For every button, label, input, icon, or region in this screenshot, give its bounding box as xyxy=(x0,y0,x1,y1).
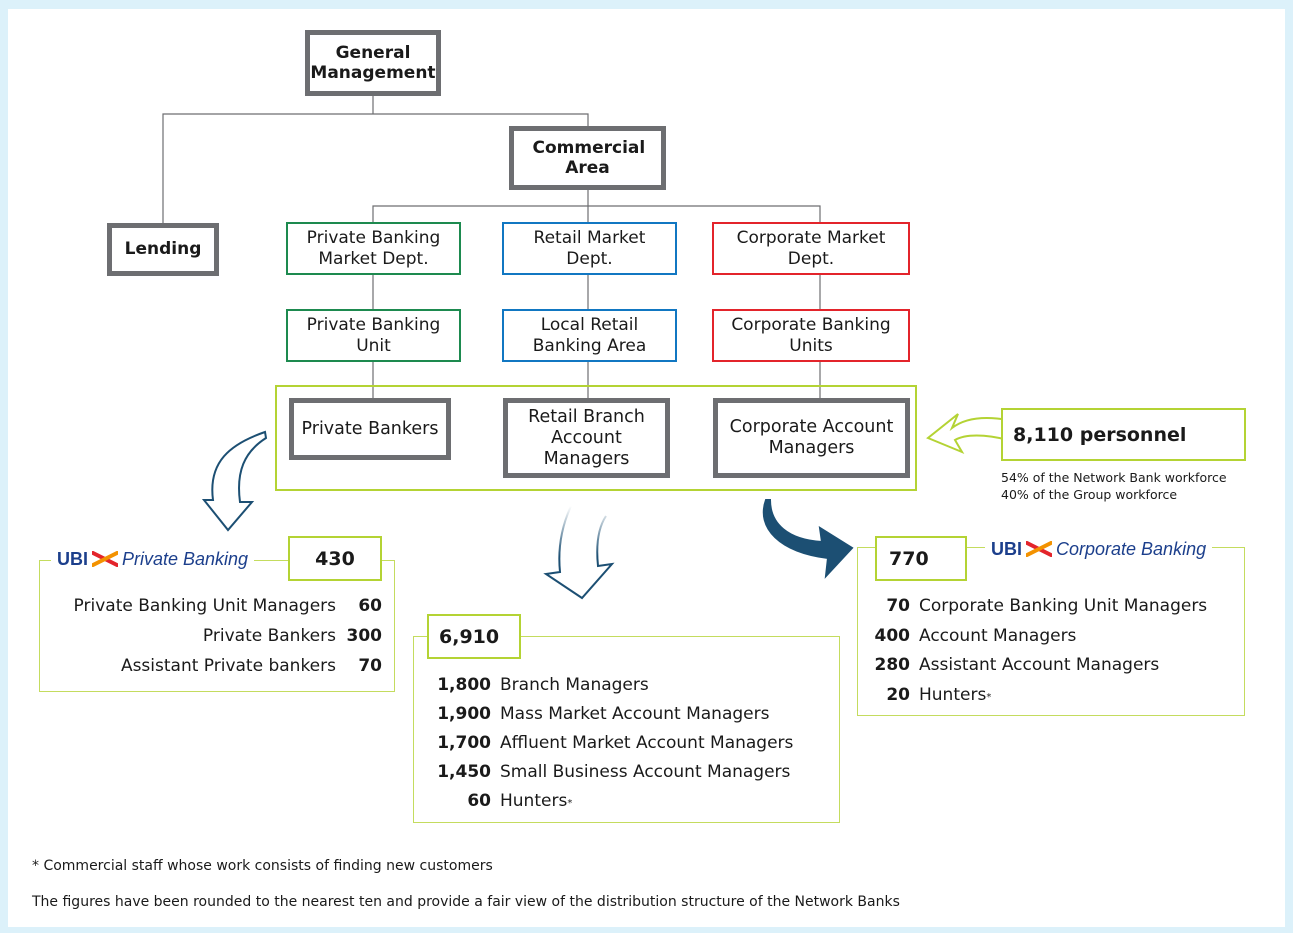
row-value: 400 xyxy=(874,625,911,646)
general-management-label: General Management xyxy=(310,42,436,83)
retail-row: 1,450 Small Business Account Managers xyxy=(437,762,790,782)
row-label: Assistant Account Managers xyxy=(919,655,1160,675)
ubi-x-mark-icon xyxy=(1026,541,1052,557)
retail-market-dept-box: Retail Market Dept. xyxy=(502,222,677,275)
retail-account-managers-label: Retail Branch Account Managers xyxy=(528,406,645,469)
corporate-market-dept-box: Corporate Market Dept. xyxy=(712,222,910,275)
ubi-private-banking-logo: UBI Private Banking xyxy=(51,546,255,572)
logo-ubi-text: UBI xyxy=(991,538,1022,559)
logo-corporate-banking-text: Corporate Banking xyxy=(1056,538,1207,559)
corporate-row: 70 Corporate Banking Unit Managers xyxy=(870,596,1207,616)
corporate-row: 20 Hunters* xyxy=(870,685,991,705)
footnote-asterisk: * Commercial staff whose work consists o… xyxy=(32,858,493,874)
lending-label: Lending xyxy=(124,239,202,260)
curved-arrow-left-icon xyxy=(201,430,268,532)
row-value: 20 xyxy=(886,684,910,705)
row-value: 1,700 xyxy=(437,733,491,753)
private-banking-unit-label: Private Banking Unit xyxy=(306,315,441,356)
retail-row: 60 Hunters* xyxy=(437,791,572,811)
logo-ubi-text: UBI xyxy=(57,548,88,569)
curved-arrow-middle-icon xyxy=(543,505,615,600)
row-value: 1,450 xyxy=(437,762,491,782)
row-label: Affluent Market Account Managers xyxy=(500,733,794,753)
private-banking-dept-box: Private Banking Market Dept. xyxy=(286,222,461,275)
retail-total: 6,910 xyxy=(427,614,521,659)
corporate-total: 770 xyxy=(875,536,967,581)
commercial-area-label: Commercial Area xyxy=(532,137,646,178)
row-label: Assistant Private bankers xyxy=(120,656,336,676)
row-value: 70 xyxy=(358,656,382,676)
corporate-row: 400 Account Managers xyxy=(870,625,1077,646)
account-managers-frame xyxy=(275,385,917,491)
row-label: Hunters xyxy=(500,791,568,811)
row-label: Small Business Account Managers xyxy=(500,762,791,782)
row-value: 60 xyxy=(467,791,491,811)
commercial-area-box: Commercial Area xyxy=(509,126,666,190)
lending-box: Lending xyxy=(107,223,219,276)
logo-private-banking-text: Private Banking xyxy=(122,548,249,569)
footnote-mark: * xyxy=(986,691,992,703)
corporate-total-value: 770 xyxy=(889,547,929,570)
corporate-market-dept-label: Corporate Market Dept. xyxy=(736,228,886,269)
footnote-mark: * xyxy=(567,798,573,809)
row-value: 1,800 xyxy=(437,675,491,695)
personnel-total-box: 8,110 personnel xyxy=(1001,408,1246,461)
corporate-row: 280 Assistant Account Managers xyxy=(870,655,1160,675)
ubi-corporate-banking-logo: UBI Corporate Banking xyxy=(985,536,1213,562)
row-label: Hunters xyxy=(919,684,987,705)
private-row-unit-managers: Private Banking Unit Managers 60 xyxy=(74,596,382,616)
private-banking-total: 430 xyxy=(288,536,382,581)
footnote-rounding: The figures have been rounded to the nea… xyxy=(32,894,900,910)
row-value: 70 xyxy=(886,596,910,616)
retail-account-managers-box: Retail Branch Account Managers xyxy=(503,398,670,478)
private-row-private-bankers: Private Bankers 300 xyxy=(203,626,382,646)
local-retail-area-label: Local Retail Banking Area xyxy=(532,315,647,356)
retail-row: 1,800 Branch Managers xyxy=(437,675,649,695)
corporate-account-managers-label: Corporate Account Managers xyxy=(729,417,894,458)
curved-arrow-right-icon xyxy=(762,499,854,579)
network-workforce-share: 54% of the Network Bank workforce xyxy=(1001,470,1227,485)
retail-row: 1,700 Affluent Market Account Managers xyxy=(437,733,793,753)
row-label: Private Banking Unit Managers xyxy=(73,596,336,616)
private-banking-panel xyxy=(39,560,395,692)
row-value: 280 xyxy=(874,655,911,675)
corporate-banking-units-label: Corporate Banking Units xyxy=(731,315,891,356)
retail-row: 1,900 Mass Market Account Managers xyxy=(437,704,769,724)
local-retail-area-box: Local Retail Banking Area xyxy=(502,309,677,362)
row-value: 60 xyxy=(358,596,382,616)
row-value: 300 xyxy=(346,626,383,646)
group-workforce-share: 40% of the Group workforce xyxy=(1001,487,1178,502)
row-label: Mass Market Account Managers xyxy=(500,704,770,724)
private-row-assistant-bankers: Assistant Private bankers 70 xyxy=(121,656,382,676)
row-label: Branch Managers xyxy=(500,675,649,695)
private-bankers-label: Private Bankers xyxy=(301,418,439,439)
private-banking-dept-label: Private Banking Market Dept. xyxy=(306,228,441,269)
corporate-account-managers-box: Corporate Account Managers xyxy=(713,398,910,478)
private-bankers-box: Private Bankers xyxy=(289,398,451,460)
retail-total-value: 6,910 xyxy=(439,625,500,648)
retail-panel xyxy=(413,636,840,823)
ubi-x-mark-icon xyxy=(92,551,118,567)
personnel-total: 8,110 personnel xyxy=(1013,423,1187,446)
lime-arrow-icon xyxy=(926,413,1009,455)
corporate-banking-units-box: Corporate Banking Units xyxy=(712,309,910,362)
general-management-box: General Management xyxy=(305,30,441,96)
row-label: Corporate Banking Unit Managers xyxy=(919,596,1208,616)
private-banking-unit-box: Private Banking Unit xyxy=(286,309,461,362)
row-value: 1,900 xyxy=(437,704,491,724)
retail-market-dept-label: Retail Market Dept. xyxy=(533,228,646,269)
private-banking-total-value: 430 xyxy=(315,547,355,570)
row-label: Account Managers xyxy=(919,625,1077,646)
row-label: Private Bankers xyxy=(202,626,336,646)
